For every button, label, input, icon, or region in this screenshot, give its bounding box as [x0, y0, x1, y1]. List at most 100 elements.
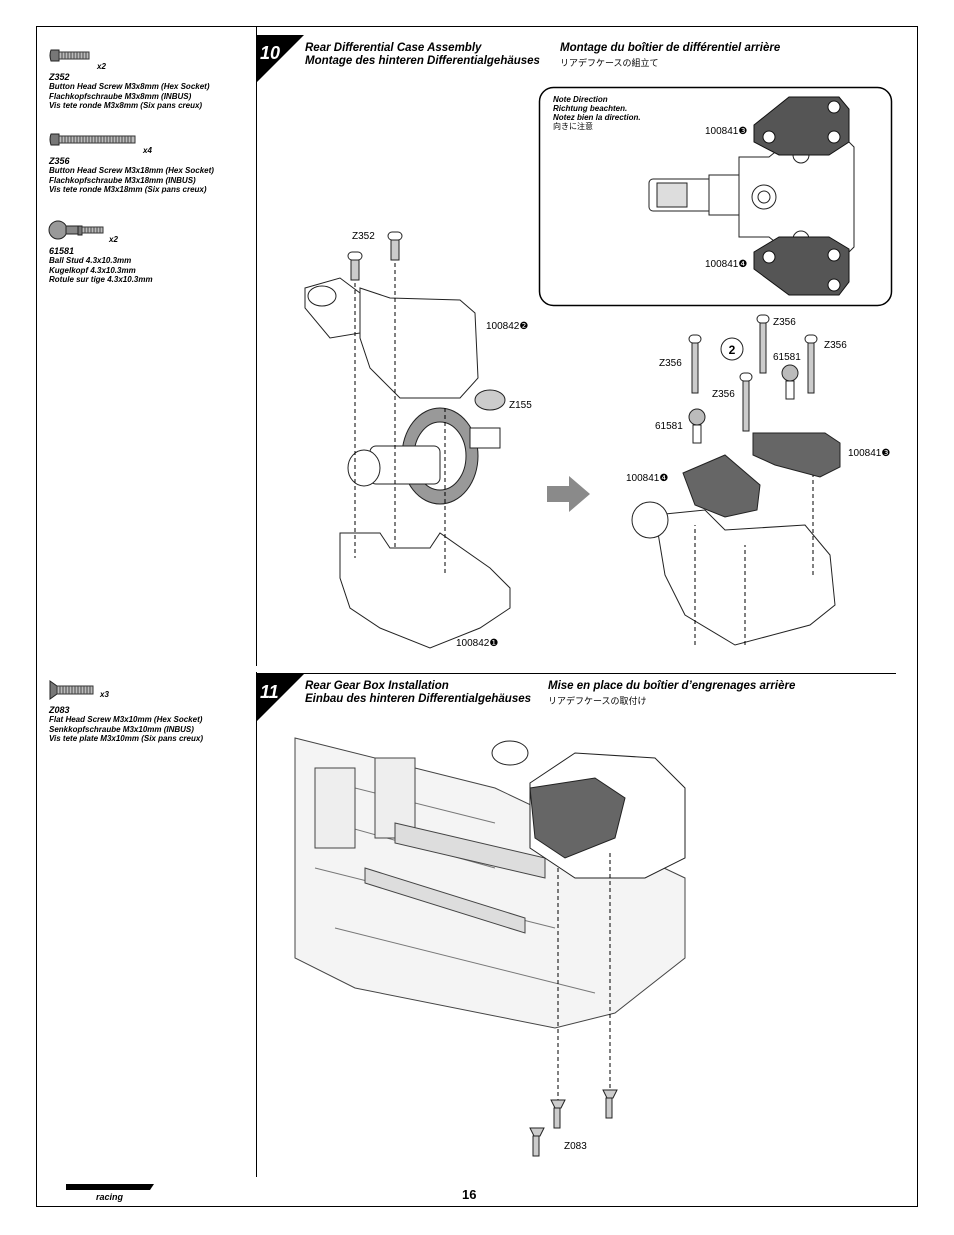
part-code: Z352 — [49, 72, 70, 82]
ball-stud-61581-icon — [688, 408, 706, 444]
step-divider — [256, 673, 896, 674]
step-number: 11 — [260, 682, 279, 702]
title-jp: リアデフケースの取付け — [548, 696, 647, 706]
diff-case-exploded-illustration — [304, 231, 511, 649]
screw-z356-icon — [756, 314, 770, 374]
title-de: Montage des hinteren Differentialgehäuse… — [305, 55, 540, 67]
label-61581: 61581 — [773, 352, 801, 363]
hpi-logo-icon: racing — [66, 1184, 154, 1202]
direction-note: Note Direction Richtung beachten. Notez … — [553, 95, 641, 131]
lower-case-half — [339, 532, 511, 649]
part-code: Z356 — [49, 156, 70, 166]
part-description: Button Head Screw M3x18mm (Hex Socket) F… — [49, 166, 214, 195]
desc-line-en: Ball Stud 4.3x10.3mm — [49, 256, 132, 265]
step-10-badge: 10 — [256, 35, 306, 85]
diff-case-body — [654, 509, 836, 646]
desc-line-de: Kugelkopf 4.3x10.3mm — [49, 265, 136, 275]
part-code: Z083 — [49, 705, 70, 715]
hpi-racing-logo: racing — [66, 1182, 158, 1202]
title-fr: Mise en place du boîtier d’engrenages ar… — [548, 680, 796, 692]
screw-z083-icon — [602, 1089, 618, 1119]
screw-z352-icon — [347, 251, 363, 281]
step-11-title: Rear Gear Box Installation Einbau des hi… — [305, 680, 531, 706]
desc-line-fr: Vis tete plate M3x10mm (Six pans creux) — [49, 734, 203, 743]
label-z356: Z356 — [824, 340, 847, 351]
part-description: Button Head Screw M3x8mm (Hex Socket) Fl… — [49, 82, 210, 111]
title-en: Rear Differential Case Assembly — [305, 42, 482, 54]
desc-line-fr: Vis tete ronde M3x8mm (Six pans creux) — [49, 101, 203, 110]
screw-z352-icon — [387, 231, 403, 261]
inset-note-box — [538, 86, 893, 307]
desc-line-de: Flachkopfschraube M3x18mm (INBUS) — [49, 175, 196, 185]
label-100842-2: 100842❷ — [486, 321, 529, 332]
part-qty: x3 — [100, 690, 109, 699]
desc-line-en: Button Head Screw M3x18mm (Hex Socket) — [49, 166, 214, 175]
next-step-arrow-icon — [547, 476, 590, 512]
part-z356: x4 Z356 Button Head Screw M3x18mm (Hex S… — [49, 132, 249, 202]
title-de: Einbau des hinteren Differentialgehäuses — [305, 693, 532, 705]
step-10-title: Rear Differential Case Assembly Montage … — [305, 42, 540, 68]
label-z356: Z356 — [659, 358, 682, 369]
screw-z356-icon — [688, 334, 702, 394]
label-61581: 61581 — [655, 421, 683, 432]
label-z356: Z356 — [712, 389, 735, 400]
mount-plate-lower-illustration — [753, 236, 850, 296]
plate-100841-3 — [752, 432, 841, 478]
note-line-de: Richtung beachten. — [553, 104, 628, 113]
screw-z083-icon — [550, 1099, 566, 1129]
button-screw-long-icon — [49, 133, 136, 146]
page-frame — [36, 26, 918, 1207]
plate-100841-4 — [682, 454, 761, 518]
part-description: Ball Stud 4.3x10.3mm Kugelkopf 4.3x10.3m… — [49, 256, 153, 285]
desc-line-en: Flat Head Screw M3x10mm (Hex Socket) — [49, 715, 203, 724]
label-100842-1: 100842❶ — [456, 638, 499, 649]
part-z083: x3 Z083 Flat Head Screw M3x10mm (Hex Soc… — [49, 680, 249, 750]
title-jp: リアデフケースの組立て — [560, 58, 659, 68]
part-qty: x2 — [109, 235, 118, 244]
desc-line-fr: Rotule sur tige 4.3x10.3mm — [49, 275, 153, 284]
note-line-jp: 向きに注意 — [553, 122, 593, 131]
column-divider-bottom — [256, 672, 257, 1177]
desc-line-de: Flachkopfschraube M3x8mm (INBUS) — [49, 91, 192, 101]
screw-z356-icon — [804, 334, 818, 394]
part-z352: x2 Z352 Button Head Screw M3x8mm (Hex So… — [49, 48, 249, 118]
title-fr: Montage du boîtier de différentiel arriè… — [560, 42, 781, 54]
gearbox-assembly — [491, 740, 686, 879]
note-line-fr: Notez bien la direction. — [553, 113, 641, 122]
mount-plate-upper-illustration — [753, 96, 850, 156]
chassis-install-illustration — [294, 737, 686, 1157]
label-z083: Z083 — [564, 1141, 587, 1152]
screw-z356-icon — [739, 372, 753, 432]
label-z352: Z352 — [352, 231, 375, 242]
part-qty: x2 — [97, 62, 106, 71]
label-100841-3: 100841❸ — [848, 448, 891, 459]
desc-line-fr: Vis tete ronde M3x18mm (Six pans creux) — [49, 185, 207, 194]
logo-sub-text: racing — [96, 1192, 124, 1202]
label-inset-100841-3: 100841❸ — [705, 126, 748, 137]
desc-line-en: Button Head Screw M3x8mm (Hex Socket) — [49, 82, 210, 91]
desc-line-de: Senkkopfschraube M3x10mm (INBUS) — [49, 724, 194, 734]
part-description: Flat Head Screw M3x10mm (Hex Socket) Sen… — [49, 715, 203, 744]
upper-case-half — [359, 287, 479, 399]
label-z155: Z155 — [509, 400, 532, 411]
step-11-badge: 11 — [256, 674, 306, 724]
ball-stud-icon — [48, 220, 104, 240]
badge-text: 2 — [729, 343, 736, 357]
part-code: 61581 — [49, 246, 75, 256]
part-61581: x2 61581 Ball Stud 4.3x10.3mm Kugelkopf … — [48, 218, 249, 288]
step-number: 10 — [260, 43, 281, 63]
screw-z083-icon — [529, 1127, 545, 1157]
label-inset-100841-4: 100841❹ — [705, 259, 748, 270]
ring-gear-icon — [347, 407, 501, 505]
plate-mount-exploded-illustration: 2 — [631, 314, 841, 646]
label-z356: Z356 — [773, 317, 796, 328]
part-qty: x4 — [143, 146, 152, 155]
button-screw-short-icon — [49, 49, 90, 62]
note-line-en: Note Direction — [553, 95, 608, 104]
bushing-z155-icon — [474, 389, 506, 411]
page-number: 16 — [462, 1187, 477, 1202]
label-100841-4: 100841❹ — [626, 473, 669, 484]
ball-stud-61581-icon — [781, 364, 799, 400]
title-en: Rear Gear Box Installation — [305, 680, 449, 692]
thread-lock-badge-icon: 2 — [720, 337, 744, 361]
